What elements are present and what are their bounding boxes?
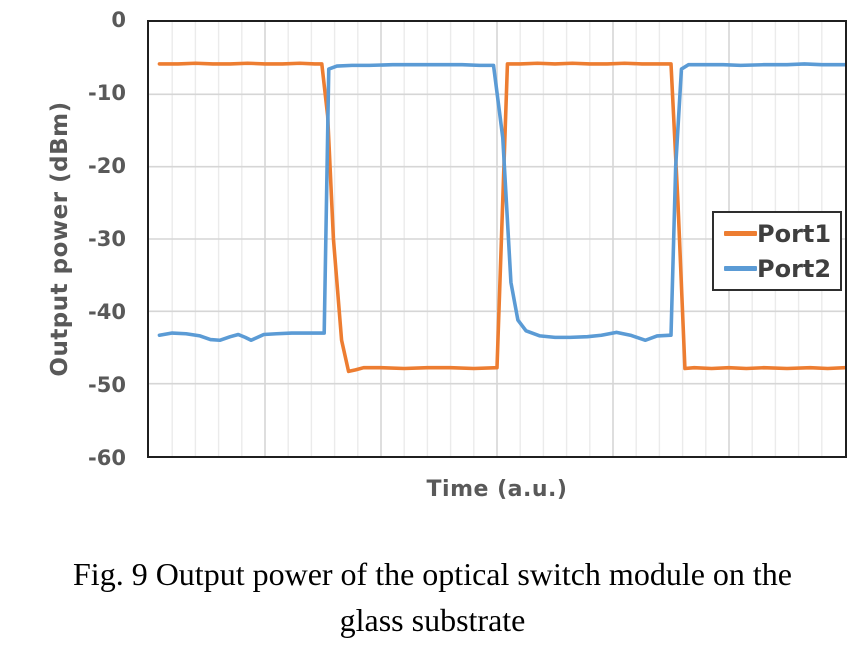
output-power-chart: Output power (dBm) 0-10-20-30-40-50-60 P… bbox=[47, 8, 847, 502]
y-tick-label: -20 bbox=[88, 154, 126, 178]
port1-line bbox=[157, 61, 845, 374]
legend-item-port2: Port2 bbox=[714, 255, 840, 283]
y-tick-label: -10 bbox=[88, 81, 126, 105]
port2-line-swatch-icon bbox=[724, 266, 757, 271]
legend-label-port2: Port2 bbox=[757, 254, 832, 283]
figure-caption: Fig. 9 Output power of the optical switc… bbox=[0, 551, 865, 643]
y-tick-label: -30 bbox=[88, 227, 126, 251]
plot-canvas bbox=[149, 22, 845, 456]
y-tick-label: 0 bbox=[111, 8, 126, 32]
port2-line bbox=[157, 62, 845, 343]
legend: Port1 Port2 bbox=[712, 211, 842, 291]
legend-item-port1: Port1 bbox=[714, 220, 840, 248]
x-axis-title: Time (a.u.) bbox=[426, 477, 568, 502]
y-tick-label: -50 bbox=[88, 373, 126, 397]
caption-line-2: glass substrate bbox=[339, 602, 526, 638]
legend-label-port1: Port1 bbox=[757, 219, 832, 248]
y-tick-label: -40 bbox=[88, 300, 126, 324]
port1-line-swatch-icon bbox=[724, 231, 757, 236]
plot-area: Port1 Port2 bbox=[147, 20, 847, 458]
caption-line-1: Fig. 9 Output power of the optical switc… bbox=[73, 556, 792, 592]
y-tick-label: -60 bbox=[88, 446, 126, 470]
